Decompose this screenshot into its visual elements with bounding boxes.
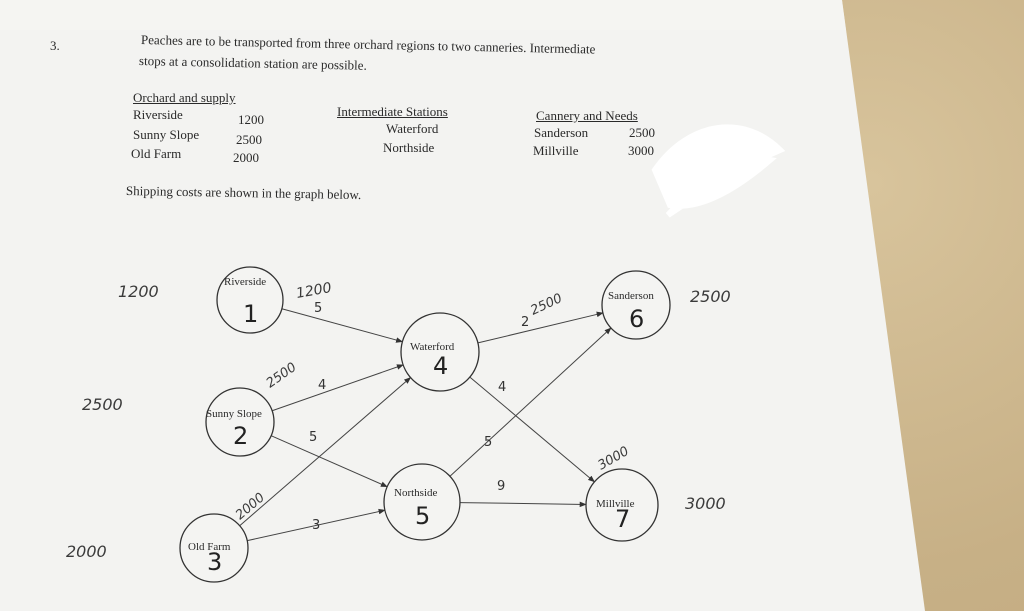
edge-old-farm-to-northside (247, 508, 386, 542)
orchard-name-sunny-slope: Sunny Slope (133, 127, 200, 142)
hand-left-riverside: 1200 (118, 282, 159, 301)
node-digit-sunny-slope: 2 (233, 422, 248, 450)
cannery-need-sanderson: 2500 (629, 125, 655, 140)
edge-riverside-to-waterford (281, 308, 404, 343)
orchard-supply-old-farm: 2000 (233, 150, 259, 165)
edge-cost-northside-to-sanderson: 5 (484, 435, 492, 450)
edge-sunny-slope-to-northside (270, 435, 388, 488)
hand-sunny-slope-amount: 2500 (264, 360, 300, 391)
node-label-riverside: Riverside (224, 276, 266, 288)
edge-northside-to-sanderson (449, 327, 612, 477)
cannery-name-millville: Millville (533, 143, 579, 158)
edge-cost-waterford-to-millville: 4 (498, 380, 506, 395)
orchard-header: Orchard and supply (133, 90, 236, 105)
cannery-name-sanderson: Sanderson (534, 125, 589, 140)
edge-cost-waterford-to-sanderson: 2 (521, 315, 529, 330)
node-digit-northside: 5 (415, 502, 430, 530)
orchard-supply-riverside: 1200 (238, 112, 264, 127)
orchard-supply-sunny-slope: 2500 (236, 132, 262, 147)
node-digit-riverside: 1 (243, 300, 258, 328)
redaction-scribble (651, 124, 786, 218)
node-label-old-farm: Old Farm (188, 541, 231, 553)
edge-old-farm-to-waterford (239, 377, 412, 527)
hand-right-millville: 3000 (685, 494, 726, 513)
node-northside (383, 463, 461, 541)
problem-number: 3. (50, 38, 60, 53)
hand-right-sanderson: 2500 (690, 287, 731, 306)
node-digit-waterford: 4 (433, 352, 448, 380)
hand-old-farm-amount: 2000 (233, 490, 268, 523)
edge-waterford-to-millville (469, 376, 595, 483)
node-label-northside: Northside (394, 487, 438, 499)
edge-northside-to-millville (459, 501, 587, 508)
edge-cost-riverside-to-waterford: 5 (314, 301, 322, 316)
hand-riverside-amount: 1200 (295, 280, 333, 302)
hand-left-sunny-slope: 2500 (82, 395, 123, 414)
node-digit-old-farm: 3 (207, 548, 222, 576)
edge-cost-sunny-slope-to-waterford: 4 (318, 378, 326, 393)
hand-sanderson-amount: 2500 (528, 291, 564, 319)
node-sunny-slope (205, 387, 275, 457)
cannery-need-millville: 3000 (628, 143, 654, 158)
cannery-header: Cannery and Needs (536, 108, 638, 123)
edge-cost-northside-to-millville: 9 (497, 479, 505, 494)
node-digit-sanderson: 6 (629, 305, 644, 333)
node-label-waterford: Waterford (410, 341, 455, 353)
node-sanderson (601, 270, 671, 340)
edge-cost-sunny-slope-to-northside: 5 (309, 430, 317, 445)
node-waterford (400, 312, 480, 392)
stations-header: Intermediate Stations (337, 104, 448, 119)
orchard-name-riverside: Riverside (133, 107, 183, 122)
node-label-sunny-slope: Sunny Slope (206, 408, 262, 420)
station-northside: Northside (383, 140, 435, 155)
node-riverside (216, 266, 284, 334)
graph-edges (239, 308, 612, 542)
paper-highlight (0, 0, 846, 30)
station-waterford: Waterford (386, 121, 439, 136)
edge-cost-old-farm-to-northside: 3 (312, 518, 320, 533)
node-old-farm (179, 513, 249, 583)
edge-sunny-slope-to-waterford (271, 364, 404, 412)
node-digit-millville: 7 (615, 505, 630, 533)
orchard-name-old-farm: Old Farm (131, 146, 182, 161)
node-label-millville: Millville (596, 498, 635, 510)
graph-edge-costs: 5 4 5 3 2 4 5 9 (309, 301, 529, 533)
node-millville (585, 468, 659, 542)
node-label-sanderson: Sanderson (608, 290, 654, 302)
edge-waterford-to-sanderson (477, 311, 604, 344)
hand-left-old-farm: 2000 (66, 542, 107, 561)
